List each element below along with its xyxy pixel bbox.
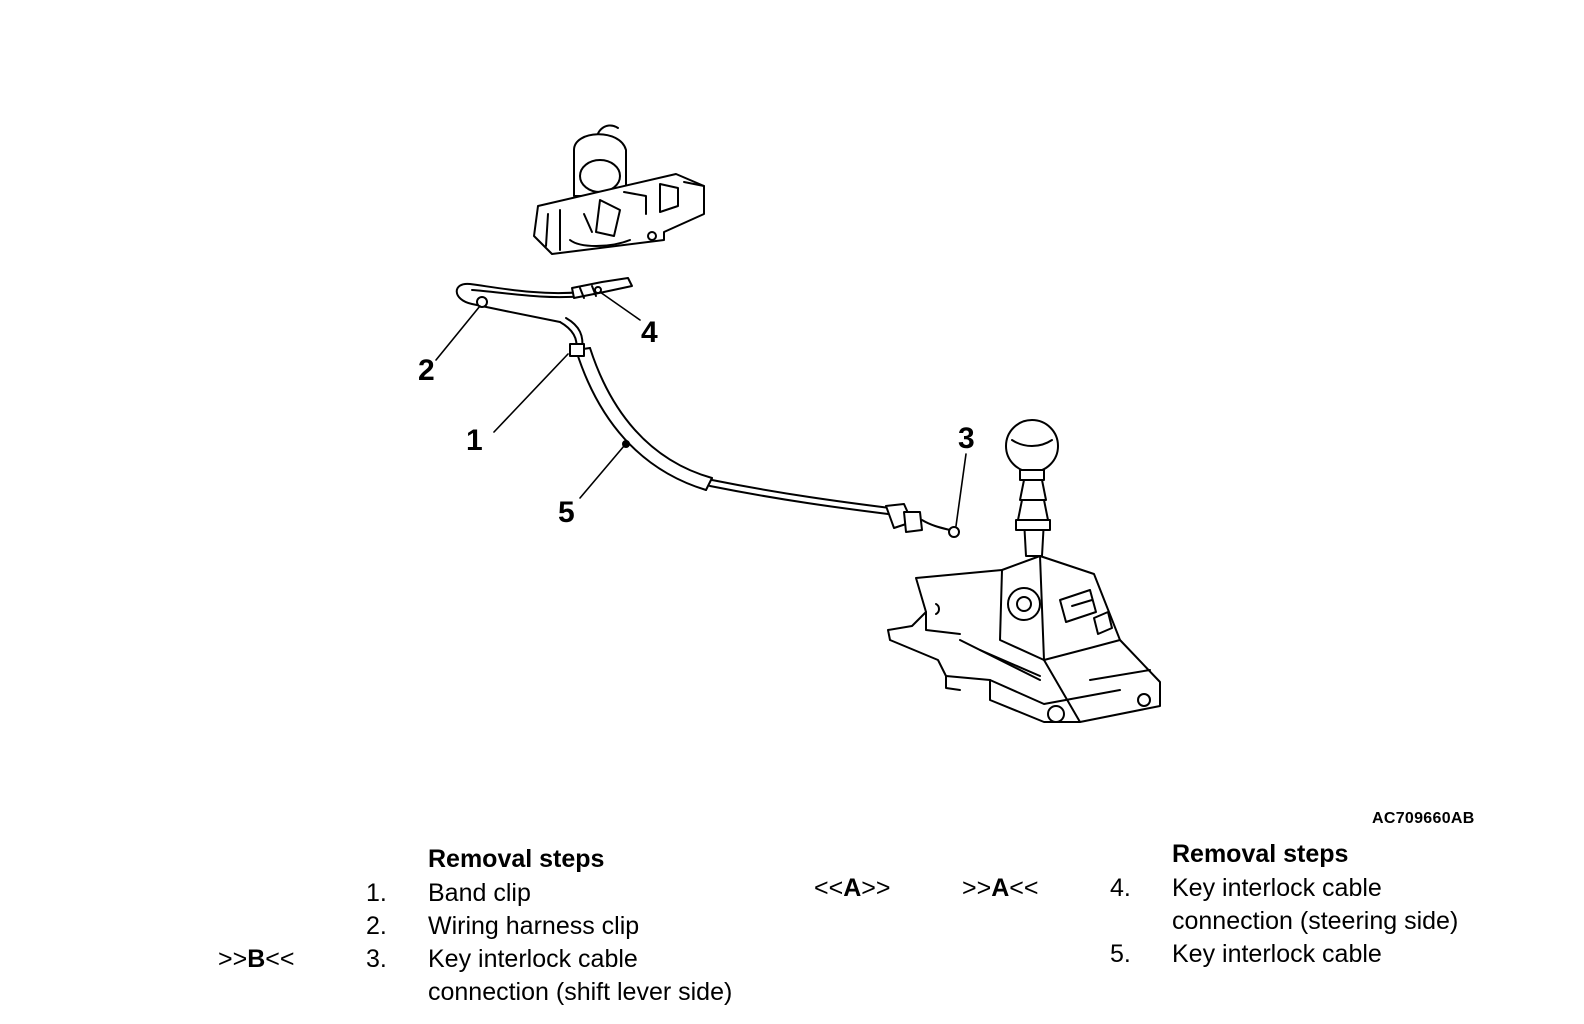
steering-lock-assembly	[533, 124, 705, 255]
left-heading: Removal steps	[428, 845, 605, 873]
leader-lines	[435, 291, 967, 527]
step-number: 5.	[1110, 940, 1131, 968]
step-marker-removal: >>A<<	[962, 874, 1039, 902]
step-number: 1.	[366, 879, 387, 907]
right-heading: Removal steps	[1172, 840, 1349, 868]
band-clip	[569, 343, 585, 357]
step-text: Key interlock cable	[1172, 874, 1382, 902]
figure-code: AC709660AB	[1372, 810, 1475, 827]
step-marker-installation: <<A>>	[814, 874, 891, 902]
shift-lever-side-connection	[948, 526, 960, 538]
wiring-harness-clip	[476, 296, 488, 308]
shift-lever-assembly	[887, 419, 1161, 723]
step-number: 2.	[366, 912, 387, 940]
step-text: Wiring harness clip	[428, 912, 640, 940]
callout-2: 2	[418, 354, 435, 387]
key-interlock-diagram	[435, 124, 1161, 723]
step-number: 4.	[1110, 874, 1131, 902]
step-text: Key interlock cable	[1172, 940, 1382, 968]
callout-3: 3	[958, 422, 975, 455]
steering-side-cable	[455, 277, 633, 323]
step-text-continued: connection (shift lever side)	[428, 978, 733, 1006]
key-interlock-cable	[559, 317, 960, 538]
step-text-continued: connection (steering side)	[1172, 907, 1459, 935]
step-number: 3.	[366, 945, 387, 973]
callout-4: 4	[641, 316, 658, 349]
step-marker: >>B<<	[218, 945, 295, 973]
callout-1: 1	[466, 424, 483, 457]
step-text: Key interlock cable	[428, 945, 638, 973]
steering-side-connection	[571, 277, 633, 299]
step-text: Band clip	[428, 879, 531, 907]
callout-5: 5	[558, 496, 575, 529]
